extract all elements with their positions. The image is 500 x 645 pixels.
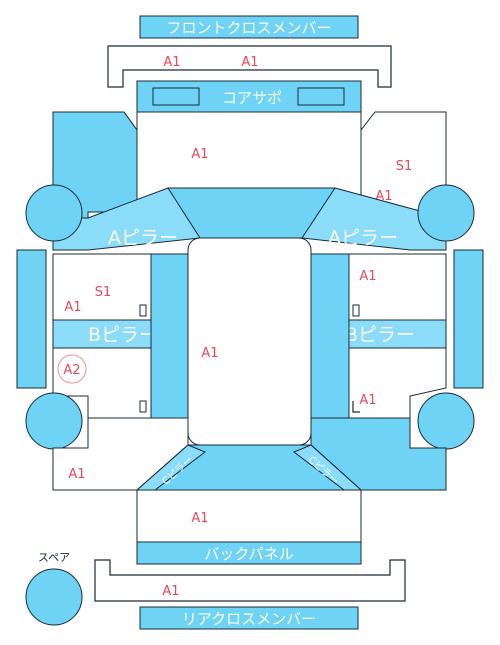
- rear-cross-member-panel[interactable]: [139, 606, 359, 630]
- rear-right-tire[interactable]: [417, 392, 475, 450]
- front-member-left-rating: A1: [163, 55, 180, 70]
- left-quarter-rating: A1: [68, 467, 85, 482]
- hood-rating: A1: [191, 147, 208, 162]
- right-rear-door-rating: A1: [359, 393, 376, 408]
- right-fender-top-rating: S1: [396, 159, 413, 174]
- headlight-right[interactable]: [297, 87, 345, 106]
- roof-rating: A1: [201, 346, 218, 361]
- left-front-door-a-rating: A1: [64, 300, 81, 315]
- left-rear-door-rating-marker: [57, 354, 87, 384]
- front-left-tire[interactable]: [25, 184, 83, 242]
- left-front-door-handle: [139, 304, 147, 317]
- trunk-panel[interactable]: [136, 489, 362, 543]
- rear-left-tire[interactable]: [25, 392, 83, 450]
- a-pillar-left-label: Aピラー: [108, 227, 178, 249]
- right-rear-door-handle: [352, 401, 360, 413]
- back-panel-label: バックパネル: [204, 545, 293, 563]
- left-rear-door-handle: [139, 400, 147, 413]
- rear-cross-member-label: リアクロスメンバー: [182, 610, 316, 628]
- a-pillar-right-label: Aピラー: [328, 227, 398, 249]
- roof-panel[interactable]: [187, 237, 312, 446]
- b-pillar-left-label: Bピラー: [88, 324, 158, 346]
- right-front-door-rating: A1: [359, 269, 376, 284]
- left-rear-door-rating: A2: [63, 363, 80, 378]
- left-side-sill[interactable]: [16, 249, 47, 389]
- right-front-door-handle: [352, 304, 360, 317]
- front-member-right-rating: A1: [241, 55, 258, 70]
- right-roof-rail[interactable]: [310, 253, 350, 419]
- front-right-tire[interactable]: [417, 184, 475, 242]
- spare-tire[interactable]: [25, 568, 83, 626]
- front-cross-member-panel[interactable]: [139, 15, 359, 39]
- core-support-label: コアサポ: [222, 89, 282, 107]
- front-member-bracket[interactable]: [107, 45, 392, 88]
- trunk-rating: A1: [191, 511, 208, 526]
- left-quarter-panel[interactable]: [52, 417, 189, 491]
- front-cross-member-label: フロントクロスメンバー: [166, 19, 331, 37]
- left-front-door-s-rating: S1: [95, 285, 112, 300]
- b-pillar-right-label: Bピラー: [345, 324, 415, 346]
- headlight-left[interactable]: [152, 87, 200, 106]
- right-side-sill[interactable]: [453, 249, 484, 389]
- back-panel[interactable]: [136, 541, 362, 565]
- left-roof-rail[interactable]: [150, 253, 189, 419]
- rear-member-bracket[interactable]: [94, 559, 406, 602]
- rear-member-rating: A1: [162, 584, 179, 599]
- right-front-door[interactable]: [348, 253, 447, 321]
- spare-label: スペア: [38, 551, 70, 564]
